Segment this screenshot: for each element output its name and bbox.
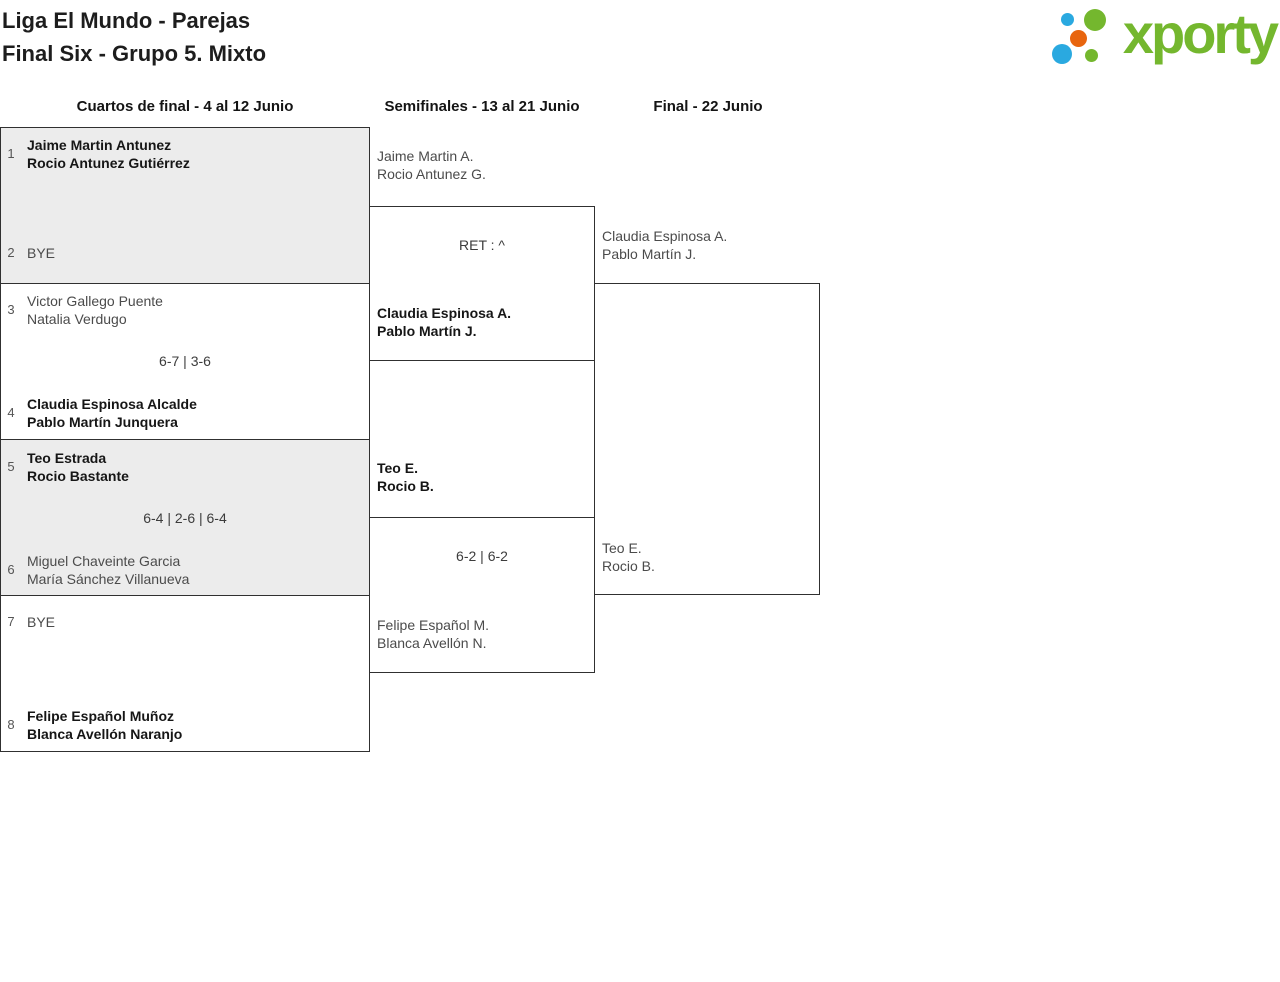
player-name: Rocio B. (377, 478, 434, 494)
seed-number: 3 (7, 302, 15, 317)
team-entry-qf4-top-bye: BYE (27, 614, 56, 630)
seed-number: 1 (7, 146, 15, 161)
player-name: Teo Estrada (27, 450, 107, 466)
team-entry-final-bottom: Teo E. Rocio B. (602, 539, 655, 575)
player-name: Pablo Martín Junquera (27, 414, 178, 430)
player-name: Rocio Bastante (27, 468, 129, 484)
player-name: Natalia Verdugo (27, 311, 127, 327)
match-box-sf2[interactable] (369, 517, 595, 673)
player-name: Teo E. (602, 540, 642, 556)
player-name: Blanca Avellón Naranjo (27, 726, 183, 742)
team-entry-qf2-top: Victor Gallego Puente Natalia Verdugo (27, 292, 163, 328)
match-box-qf4[interactable] (0, 595, 370, 752)
match-score-sf1: RET : ^ (459, 237, 505, 253)
match-box-qf1[interactable] (0, 127, 370, 284)
team-entry-sf1-bottom: Claudia Espinosa A. Pablo Martín J. (377, 304, 511, 340)
team-entry-qf3-bottom: Miguel Chaveinte Garcia María Sánchez Vi… (27, 552, 189, 588)
round-header-final: Final - 22 Junio (653, 98, 763, 115)
player-name: Felipe Español Muñoz (27, 708, 175, 724)
team-entry-sf2-bottom: Felipe Español M. Blanca Avellón N. (377, 616, 489, 652)
player-name: Claudia Espinosa Alcalde (27, 396, 197, 412)
match-box-sf1[interactable] (369, 206, 595, 361)
team-entry-qf1-top: Jaime Martin Antunez Rocio Antunez Gutié… (27, 136, 190, 172)
logo-dot-blue-small-icon (1061, 13, 1074, 26)
player-name: Felipe Español M. (377, 617, 490, 633)
seed-number: 8 (7, 717, 15, 732)
logo-dot-green-large-icon (1084, 9, 1106, 31)
team-entry-qf2-bottom: Claudia Espinosa Alcalde Pablo Martín Ju… (27, 395, 197, 431)
page-title: Liga El Mundo - Parejas Final Six - Grup… (2, 4, 266, 70)
match-score-qf3: 6-4 | 2-6 | 6-4 (143, 510, 227, 526)
logo-dot-green-small-icon (1085, 49, 1098, 62)
match-box-final[interactable] (594, 283, 820, 595)
player-name: María Sánchez Villanueva (27, 571, 190, 587)
player-name: Rocio Antunez Gutiérrez (27, 155, 190, 171)
logo-dot-blue-large-icon (1052, 44, 1072, 64)
team-entry-sf2-top: Teo E. Rocio B. (377, 459, 434, 495)
seed-number: 6 (7, 562, 15, 577)
player-name: Teo E. (377, 460, 418, 476)
player-name: Jaime Martin Antunez (27, 137, 172, 153)
seed-number: 5 (7, 459, 15, 474)
team-entry-qf1-bottom-bye: BYE (27, 245, 56, 261)
match-box-qf2[interactable] (0, 283, 370, 440)
player-name: Claudia Espinosa A. (602, 228, 728, 244)
player-name: Miguel Chaveinte Garcia (27, 553, 181, 569)
page-title-line1: Liga El Mundo - Parejas (2, 8, 251, 33)
team-entry-qf3-top: Teo Estrada Rocio Bastante (27, 449, 129, 485)
player-name: Claudia Espinosa A. (377, 305, 512, 321)
logo-wordmark: xporty (1122, 2, 1279, 65)
player-name: Rocio Antunez G. (377, 166, 486, 182)
match-box-qf3[interactable] (0, 439, 370, 596)
logo-dot-orange-icon (1070, 30, 1087, 47)
player-name: Pablo Martín J. (602, 246, 697, 262)
round-header-quarterfinals: Cuartos de final - 4 al 12 Junio (76, 98, 294, 115)
player-name: Victor Gallego Puente (27, 293, 163, 309)
team-entry-sf1-top: Jaime Martin A. Rocio Antunez G. (377, 147, 486, 183)
seed-number: 2 (7, 245, 15, 260)
player-name: Blanca Avellón N. (377, 635, 487, 651)
team-entry-final-top: Claudia Espinosa A. Pablo Martín J. (602, 227, 727, 263)
round-header-semifinals: Semifinales - 13 al 21 Junio (384, 98, 580, 115)
seed-number: 4 (7, 405, 15, 420)
seed-number: 7 (7, 614, 15, 629)
team-entry-qf4-bottom: Felipe Español Muñoz Blanca Avellón Nara… (27, 707, 182, 743)
page-title-line2: Final Six - Grupo 5. Mixto (2, 41, 267, 66)
match-score-sf2: 6-2 | 6-2 (456, 548, 508, 564)
player-name: Rocio B. (602, 558, 655, 574)
player-name: Jaime Martin A. (377, 148, 474, 164)
match-score-qf2: 6-7 | 3-6 (159, 353, 211, 369)
player-name: Pablo Martín J. (377, 323, 477, 339)
